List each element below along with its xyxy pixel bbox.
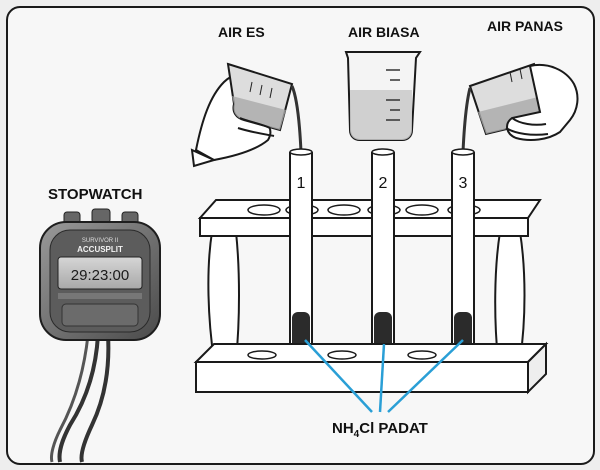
pointer-line-1 [304, 339, 373, 413]
solid-formula-prefix: NH [332, 420, 354, 437]
tube-number-3: 3 [459, 175, 468, 192]
rack-base [193, 341, 549, 395]
tube-number-1: 1 [297, 175, 306, 192]
normal-water-beaker [344, 51, 422, 141]
stopwatch-model: SURVIVOR II [82, 238, 119, 244]
label-ice-water: AIR ES [218, 24, 265, 40]
tube-number-2: 2 [379, 175, 388, 192]
test-tube-rack [197, 199, 542, 361]
solid-formula-suffix: Cl PADAT [359, 420, 428, 437]
label-solid-ammonium-chloride: NH4Cl PADAT [332, 420, 428, 440]
pointer-line-3 [387, 339, 464, 413]
label-stopwatch: STOPWATCH [48, 186, 143, 203]
test-tube-2: 2 [371, 148, 395, 359]
hot-water-pouring-hand [461, 62, 579, 153]
stopwatch: SURVIVOR II ACCUSPLIT 29:23:00 [39, 208, 161, 463]
label-normal-water: AIR BIASA [348, 24, 420, 40]
test-tube-3: 3 [451, 148, 475, 359]
label-hot-water: AIR PANAS [487, 18, 563, 34]
stopwatch-brand: ACCUSPLIT [77, 245, 123, 254]
ice-water-pouring-hand [190, 62, 303, 168]
test-tube-1: 1 [289, 148, 313, 359]
stopwatch-display: 29:23:00 [71, 267, 129, 284]
lanyard [57, 334, 100, 463]
pointer-line-2 [378, 343, 386, 413]
pointer-lines [304, 339, 464, 413]
solid-formula-subscript: 4 [353, 429, 360, 440]
